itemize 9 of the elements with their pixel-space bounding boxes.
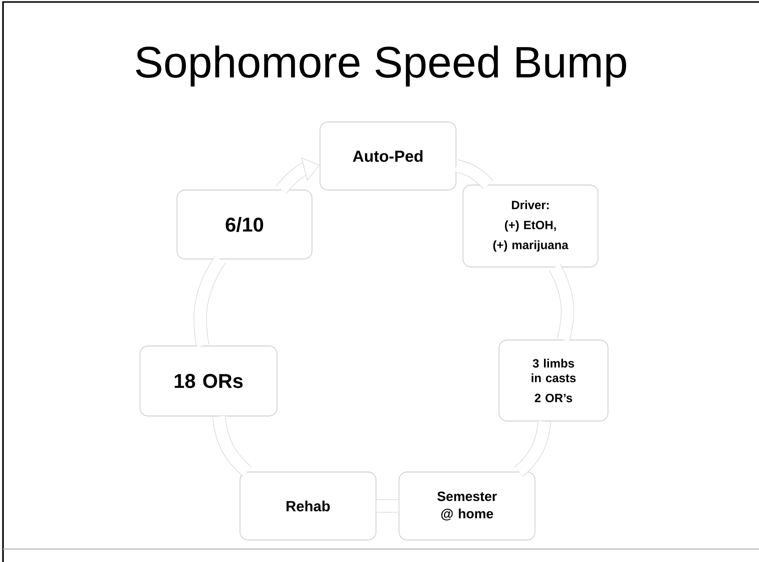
text-box: 3 limbs in casts 2 OR’s <box>498 340 608 422</box>
text-box: Auto-Ped <box>320 122 456 190</box>
text-box: Semester @ home <box>398 472 536 540</box>
text-box: Rehab <box>240 472 376 540</box>
title: Sophomore Speed Bump <box>136 46 626 87</box>
ring-arrow <box>376 499 399 513</box>
text-box: 6/10 <box>176 190 312 260</box>
text-box: 18 ORs <box>140 346 278 416</box>
text-box: Driver: (+) EtOH, (+) marijuana <box>462 184 598 268</box>
